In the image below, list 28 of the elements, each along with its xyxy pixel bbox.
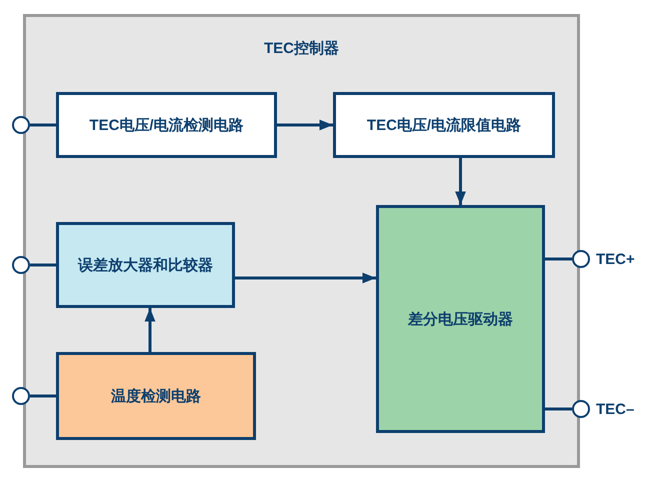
box-label: TEC电压/电流限值电路 bbox=[366, 116, 522, 134]
terminal-label: TEC– bbox=[596, 401, 634, 418]
terminal-pin bbox=[572, 250, 590, 268]
terminal-pin bbox=[12, 256, 30, 274]
box-label: 差分电压驱动器 bbox=[408, 310, 513, 328]
arrow bbox=[455, 158, 466, 205]
connector-line bbox=[545, 408, 572, 410]
box-label: 温度检测电路 bbox=[111, 386, 201, 406]
arrow bbox=[144, 308, 156, 352]
sensor-circuit-box bbox=[56, 352, 256, 440]
terminal-label: TEC+ bbox=[596, 251, 635, 268]
arrow bbox=[277, 120, 333, 130]
terminal-pin bbox=[572, 400, 590, 418]
connector-line bbox=[30, 394, 56, 398]
terminal-pin bbox=[12, 387, 30, 405]
arrow bbox=[235, 272, 376, 284]
amplifier-box bbox=[56, 222, 235, 308]
box-label: 误差放大器和比较器 bbox=[78, 256, 213, 274]
circuit-box bbox=[56, 92, 277, 158]
connector-line bbox=[30, 124, 56, 126]
frame-title: TEC控制器 bbox=[264, 39, 339, 58]
driver-box bbox=[376, 205, 545, 433]
box-label: TEC电压/电流检测电路 bbox=[89, 116, 244, 134]
connector-line bbox=[545, 258, 572, 260]
controller-frame bbox=[23, 14, 580, 468]
circuit-box bbox=[333, 92, 555, 158]
terminal-pin bbox=[12, 116, 30, 134]
connector-line bbox=[30, 264, 56, 266]
